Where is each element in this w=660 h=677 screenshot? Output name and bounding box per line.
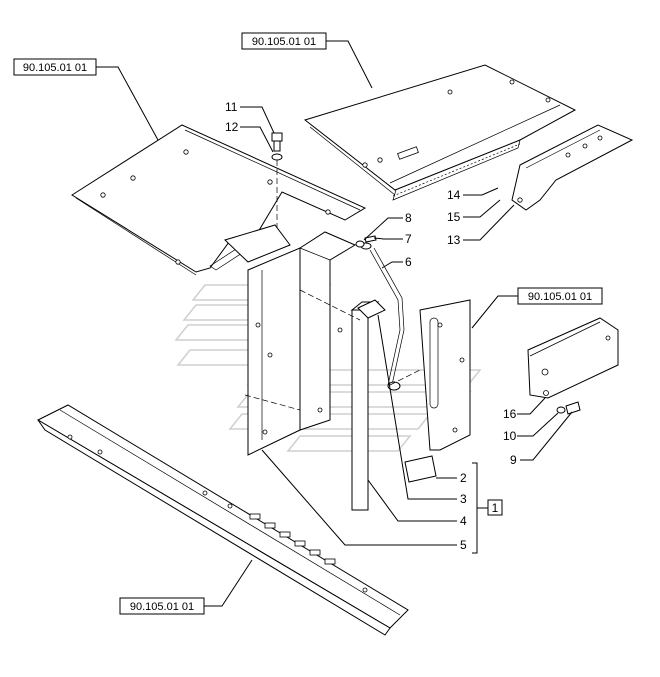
callout-11: 11 xyxy=(225,100,238,114)
leader-3 xyxy=(377,314,457,500)
callout-2: 2 xyxy=(460,471,467,485)
cover-plate xyxy=(527,317,619,399)
bolt-and-washer xyxy=(271,132,283,240)
leader-8 xyxy=(363,217,403,241)
leader-5 xyxy=(261,449,457,546)
leader-6 xyxy=(381,261,403,269)
leader-11 xyxy=(240,106,275,134)
callout-8: 8 xyxy=(405,211,412,225)
leader-mid-right xyxy=(471,295,518,329)
leader-10 xyxy=(517,412,559,437)
leader-13 xyxy=(463,204,515,241)
leader-14 xyxy=(463,187,499,196)
right-bracket xyxy=(511,124,634,211)
screws-7-8 xyxy=(355,235,377,248)
ref-label-top-left: 90.105.01 01 xyxy=(23,62,87,74)
group-bracket xyxy=(472,462,488,554)
leader-12 xyxy=(240,126,274,153)
ref-box-top-center[interactable]: 90.105.01 01 xyxy=(241,32,327,50)
ref-box-bottom[interactable]: 90.105.01 01 xyxy=(119,597,205,615)
leader-top-left xyxy=(96,66,159,141)
callout-15: 15 xyxy=(447,210,461,224)
callout-16: 16 xyxy=(503,407,517,421)
callout-10: 10 xyxy=(503,429,517,443)
callout-7: 7 xyxy=(405,232,412,246)
callout-13: 13 xyxy=(447,233,461,247)
leader-16 xyxy=(517,397,546,415)
callout-12: 12 xyxy=(225,120,239,134)
leader-4 xyxy=(367,479,457,522)
callout-1: 1 xyxy=(492,501,499,515)
callout-6: 6 xyxy=(405,255,412,269)
long-beam xyxy=(36,404,409,636)
leader-bottom xyxy=(204,559,253,607)
callout-14: 14 xyxy=(447,188,461,202)
callout-9: 9 xyxy=(510,453,517,467)
leader-7 xyxy=(373,237,403,240)
ref-box-top-left[interactable]: 90.105.01 01 xyxy=(13,58,97,76)
leader-top-center xyxy=(326,40,373,89)
slotted-plate xyxy=(419,299,471,451)
callout-3: 3 xyxy=(460,492,467,506)
assembly-hints xyxy=(244,289,421,411)
callout-4: 4 xyxy=(460,514,467,528)
ref-box-mid-right[interactable]: 90.105.01 01 xyxy=(517,287,603,305)
vertical-bracket xyxy=(224,224,357,456)
center-floor-panel xyxy=(303,64,577,201)
bolt-9-washer-10 xyxy=(556,401,581,415)
callout-5: 5 xyxy=(460,538,467,552)
ref-label-top-center: 90.105.01 01 xyxy=(252,36,316,48)
group-box-1[interactable]: 1 xyxy=(487,499,503,516)
leader-15 xyxy=(463,199,501,218)
pipe xyxy=(360,242,405,391)
seal-strips xyxy=(350,299,437,511)
ref-label-bottom: 90.105.01 01 xyxy=(130,601,194,613)
leader-9 xyxy=(520,411,573,461)
ref-label-mid-right: 90.105.01 01 xyxy=(528,291,592,303)
